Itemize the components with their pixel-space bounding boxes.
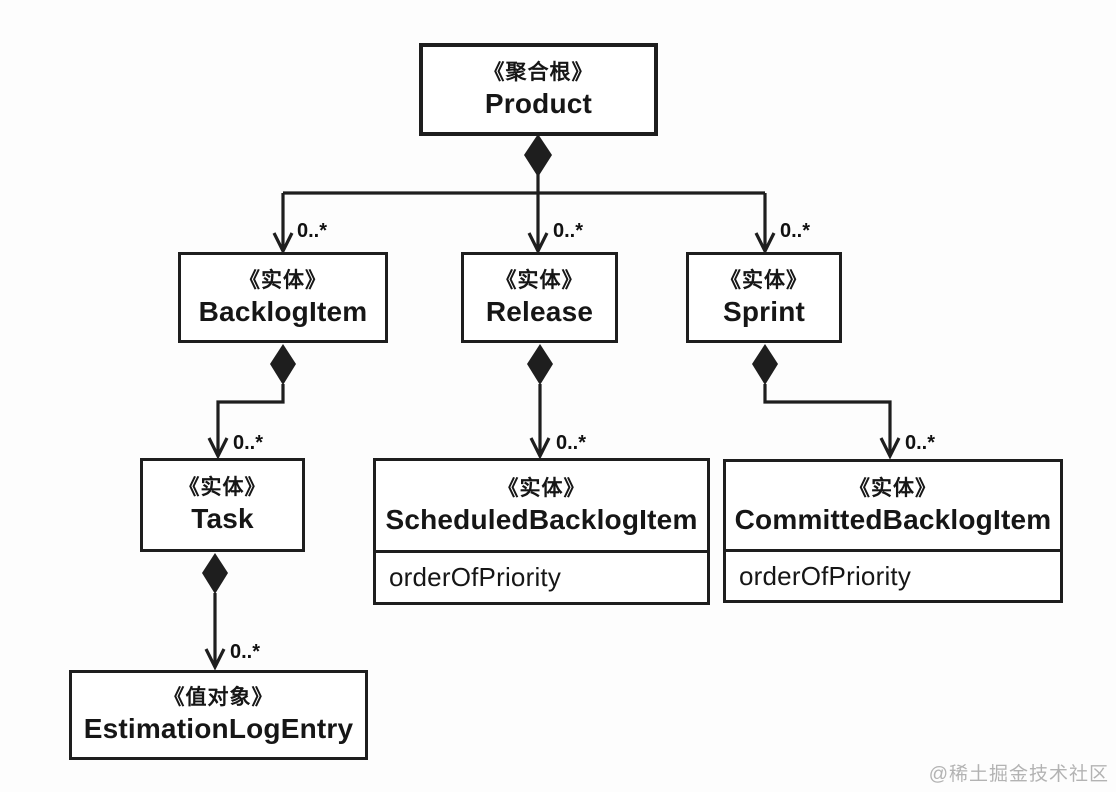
- composition-diamond-icon: [752, 344, 778, 385]
- uml-class-committed-backlog-item: 《实体》 CommittedBacklogItem orderOfPriorit…: [723, 459, 1063, 603]
- arrowhead-icon: [527, 232, 549, 255]
- multiplicity-label-backlog-item: 0..*: [297, 220, 328, 242]
- uml-class-estimation-log-entry: 《值对象》 EstimationLogEntry: [69, 670, 368, 760]
- scheduled-attribute: orderOfPriority: [376, 550, 707, 602]
- uml-class-task: 《实体》 Task: [140, 458, 305, 552]
- arrowhead-icon: [879, 437, 901, 460]
- release-stereotype: 《实体》: [495, 268, 584, 292]
- multiplicity-label-committed-backlog-item: 0..*: [905, 432, 936, 454]
- arrowhead-icon: [529, 437, 551, 460]
- edge-backlogitem-task-line: [216, 384, 285, 455]
- uml-class-sprint: 《实体》 Sprint: [686, 252, 842, 343]
- estimation-stereotype: 《值对象》: [163, 686, 274, 709]
- sprint-name: Sprint: [722, 295, 806, 327]
- product-stereotype: 《聚合根》: [483, 60, 594, 84]
- uml-class-product: 《聚合根》 Product: [419, 43, 658, 136]
- committed-stereotype: 《实体》: [849, 476, 937, 500]
- edge-sprint-committed-line: [763, 384, 892, 455]
- arrowhead-icon: [272, 232, 294, 255]
- composition-diamond-icon: [524, 134, 552, 177]
- release-name: Release: [485, 295, 594, 327]
- backlog-item-stereotype: 《实体》: [239, 268, 327, 292]
- watermark-text: @稀土掘金技术社区: [928, 764, 1109, 785]
- composition-diamond-icon: [270, 344, 296, 385]
- uml-class-scheduled-backlog-item: 《实体》 ScheduledBacklogItem orderOfPriorit…: [373, 458, 710, 605]
- arrowhead-icon: [204, 648, 226, 671]
- scheduled-name: ScheduledBacklogItem: [385, 503, 698, 535]
- task-name: Task: [191, 503, 254, 534]
- edge-product-branch-line: [281, 172, 767, 249]
- multiplicity-label-sprint: 0..*: [780, 220, 811, 242]
- composition-diamond-icon: [202, 553, 228, 594]
- sprint-stereotype: 《实体》: [720, 268, 808, 292]
- product-name: Product: [484, 87, 593, 119]
- backlog-item-name: BacklogItem: [198, 295, 368, 327]
- task-stereotype: 《实体》: [178, 476, 267, 499]
- committed-attribute: orderOfPriority: [726, 549, 1060, 600]
- multiplicity-label-estimation-log-entry: 0..*: [230, 641, 261, 663]
- scheduled-stereotype: 《实体》: [497, 476, 586, 500]
- multiplicity-label-task: 0..*: [233, 432, 264, 454]
- uml-class-backlog-item: 《实体》 BacklogItem: [178, 252, 388, 343]
- committed-name: CommittedBacklogItem: [734, 503, 1052, 535]
- uml-class-release: 《实体》 Release: [461, 252, 618, 343]
- committed-name-compartment: 《实体》 CommittedBacklogItem: [726, 462, 1060, 549]
- composition-diamond-icon: [527, 344, 553, 385]
- multiplicity-label-scheduled-backlog-item: 0..*: [556, 432, 587, 454]
- estimation-name: EstimationLogEntry: [83, 713, 354, 744]
- multiplicity-label-release: 0..*: [553, 220, 584, 242]
- scheduled-name-compartment: 《实体》 ScheduledBacklogItem: [376, 461, 707, 550]
- arrowhead-icon: [207, 437, 229, 460]
- arrowhead-icon: [754, 232, 776, 255]
